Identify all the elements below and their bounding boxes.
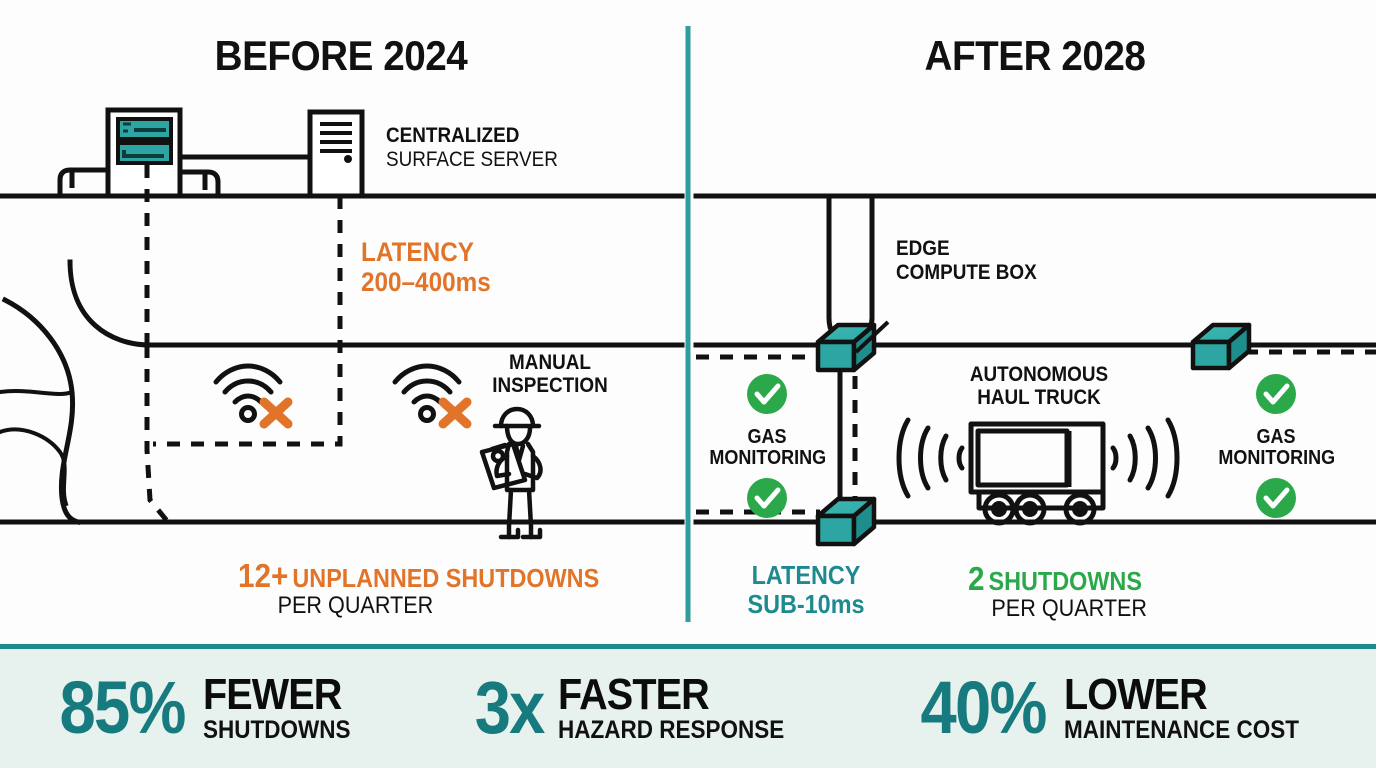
before-latency-line1: LATENCY [361, 237, 474, 267]
edge-compute-box-icon [815, 496, 877, 547]
centralized-server-label-line2: SURFACE SERVER [386, 147, 558, 171]
haul-truck-line1: AUTONOMOUS [969, 363, 1109, 386]
gas-monitoring-label-right: GAS MONITORING [1218, 426, 1336, 470]
edge-compute-box-icon [1190, 322, 1252, 371]
kpi-banner: 85% FEWER SHUTDOWNS 3x FASTER HAZARD RES… [0, 644, 1376, 768]
haul-truck-icon [968, 421, 1106, 526]
kpi-text: FEWER SHUTDOWNS [203, 669, 351, 744]
signal-wave-icon [896, 417, 965, 499]
kpi-number: 85% [59, 666, 187, 750]
before-stat-headline: UNPLANNED SHUTDOWNS [292, 563, 600, 593]
check-circle-icon [1256, 374, 1296, 414]
before-latency-path [144, 165, 343, 524]
before-latency-label: LATENCY 200–400ms [361, 237, 491, 297]
manual-inspection-label: MANUAL INSPECTION [478, 351, 622, 397]
after-latency-line2: SUB-10ms [747, 589, 865, 620]
edge-compute-box-line2: COMPUTE BOX [896, 260, 1037, 284]
before-panel-title: BEFORE 2024 [214, 32, 468, 79]
wifi-failed-icon [213, 363, 293, 429]
haul-truck-line2: HAUL TRUCK [977, 386, 1101, 410]
gas-monitoring-right-line1: GAS [1256, 426, 1296, 448]
kpi-text: FASTER HAZARD RESPONSE [557, 669, 785, 744]
kpi-headline: LOWER [1063, 669, 1208, 719]
kpi-sub: SHUTDOWNS [203, 715, 351, 744]
after-stat-sub: PER QUARTER [991, 595, 1148, 622]
edge-label-leader [854, 320, 890, 354]
kpi-headline: FEWER [203, 669, 342, 719]
centralized-server-label: CENTRALIZED SURFACE SERVER [386, 124, 558, 172]
manual-inspection-line1: MANUAL [509, 351, 591, 374]
before-stat-number: 12+ [238, 557, 289, 594]
after-latency-label: LATENCY SUB-10ms [743, 560, 869, 620]
edge-compute-box-icon [815, 322, 877, 373]
workstation-icon [57, 107, 310, 199]
kpi-headline: FASTER [557, 669, 710, 719]
before-stat: 12+ UNPLANNED SHUTDOWNS PER QUARTER [238, 557, 599, 620]
check-circle-icon [747, 374, 787, 414]
after-stat-headline: SHUTDOWNS [988, 566, 1142, 596]
wifi-failed-icon [392, 363, 472, 429]
gas-monitoring-left-line2: MONITORING [709, 447, 827, 470]
kpi-sub: MAINTENANCE COST [1063, 715, 1299, 744]
check-circle-icon [1256, 478, 1296, 518]
after-mesh-path [696, 349, 1376, 515]
before-stat-sub: PER QUARTER [277, 592, 434, 619]
kpi-number: 3x [474, 666, 545, 750]
centralized-server-label-line1: CENTRALIZED [386, 124, 520, 147]
kpi-item: 3x FASTER HAZARD RESPONSE [470, 666, 810, 750]
after-stat-number: 2 [968, 560, 985, 597]
gas-monitoring-label-left: GAS MONITORING [709, 426, 827, 470]
edge-compute-box-label: EDGE COMPUTE BOX [896, 237, 1037, 284]
after-stat: 2 SHUTDOWNS PER QUARTER [968, 560, 1147, 623]
gas-monitoring-right-line2: MONITORING [1218, 447, 1336, 470]
kpi-text: LOWER MAINTENANCE COST [1063, 669, 1299, 744]
gas-monitoring-left-line1: GAS [747, 426, 787, 448]
kpi-item: 85% FEWER SHUTDOWNS [51, 666, 367, 750]
after-panel-title: AFTER 2028 [924, 32, 1146, 79]
check-circle-icon [747, 478, 787, 518]
before-latency-line2: 200–400ms [361, 266, 491, 297]
kpi-number: 40% [920, 666, 1047, 750]
kpi-item: 40% LOWER MAINTENANCE COST [912, 666, 1325, 750]
edge-compute-box-line1: EDGE [896, 237, 950, 260]
tower-server-icon [307, 109, 365, 199]
signal-wave-icon [1110, 417, 1180, 499]
after-latency-line1: LATENCY [751, 560, 861, 590]
haul-truck-label: AUTONOMOUS HAUL TRUCK [963, 363, 1116, 409]
kpi-sub: HAZARD RESPONSE [557, 715, 785, 744]
manual-inspection-line2: INSPECTION [492, 374, 608, 398]
inspector-worker-icon [479, 406, 543, 540]
